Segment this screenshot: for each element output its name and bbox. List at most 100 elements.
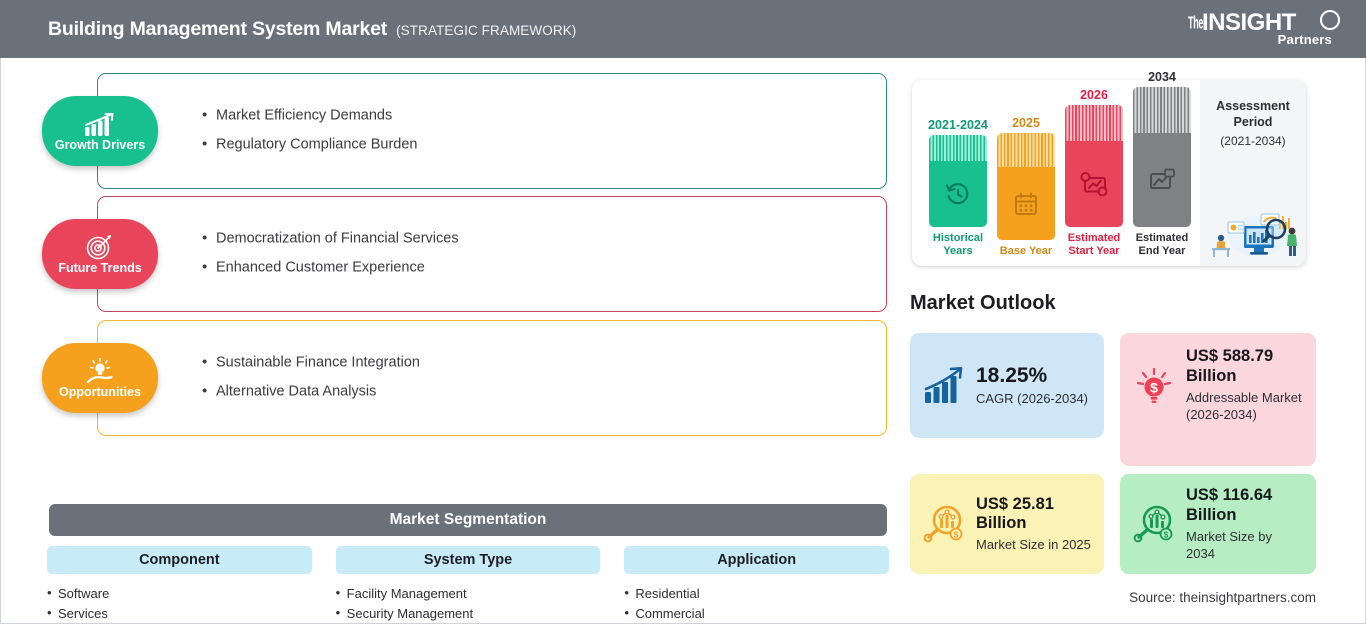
bar-solid-body	[997, 167, 1055, 241]
svg-text:$: $	[954, 531, 959, 540]
dollar-bulb-icon: $	[1132, 367, 1176, 407]
assessment-period-panel: Assessment Period (2021-2034)	[1200, 80, 1306, 266]
bar-stripe-top	[1065, 105, 1123, 142]
list-item: Industrial	[624, 623, 889, 626]
timeline-item-estimated-end: 2034 Estimated End Year	[1130, 71, 1194, 258]
badge-opportunities[interactable]: Opportunities	[42, 343, 158, 413]
assessment-title-line2: Period	[1233, 115, 1273, 129]
stat-label: Addressable Market (2026-2034)	[1186, 389, 1302, 422]
column-header: System Type	[335, 546, 601, 574]
assessment-title: Assessment Period	[1200, 98, 1306, 130]
column-header: Application	[624, 546, 890, 574]
bar-stripe-top	[929, 135, 987, 162]
timeline-bar	[1133, 87, 1191, 228]
column-header: Component	[47, 546, 312, 574]
magnify-chart-dollar-icon: $	[1132, 504, 1176, 544]
timeline-category-label: Estimated Start Year	[1067, 232, 1121, 258]
chart-settings-icon	[1080, 172, 1108, 197]
list-item: Market Efficiency Demands	[202, 102, 842, 131]
page-title: Building Management System Market (STRATE…	[48, 18, 576, 41]
list-item: Alternative Data Analysis	[202, 378, 842, 407]
timeline-bar	[997, 133, 1055, 241]
logo-insight-text: INSIGHT	[1202, 9, 1296, 36]
segmentation-columns: Component Software Services System Type …	[47, 546, 890, 626]
panel-growth-drivers: Growth Drivers Market Efficiency Demands…	[42, 73, 887, 189]
badge-future-trends[interactable]: Future Trends	[42, 219, 158, 289]
badge-label: Opportunities	[59, 384, 141, 399]
column-item-list: Residential Commercial Industrial	[624, 583, 889, 626]
list-item: Residential	[624, 583, 889, 604]
assessment-title-line1: Assessment	[1216, 99, 1290, 113]
panel-opportunities: Opportunities Sustainable Finance Integr…	[42, 320, 887, 436]
list-item: Enhanced Customer Experience	[202, 254, 842, 283]
stat-value: US$ 25.81 Billion	[976, 494, 1054, 533]
segmentation-column-application: Application Residential Commercial Indus…	[624, 546, 890, 626]
timeline-bar	[929, 135, 987, 228]
logo-the-text: The	[1188, 13, 1204, 33]
source-attribution: Source: theinsightpartners.com	[1129, 590, 1316, 605]
panel-future-trends: Future Trends Democratization of Financi…	[42, 196, 887, 312]
stat-text: 18.25% CAGR (2026-2034)	[976, 364, 1092, 407]
bar-solid-body	[1065, 141, 1123, 228]
stat-value: US$ 588.79 Billion	[1186, 347, 1274, 385]
magnify-chart-dollar-icon: $	[922, 504, 966, 544]
lightbulb-hand-icon	[84, 357, 116, 384]
timeline-item-estimated-start: 2026 Estimated Start Year	[1062, 89, 1126, 258]
outlook-card-market-size-2034: $ US$ 116.64 Billion Market Size by 2034	[1120, 474, 1316, 574]
stat-text: US$ 25.81 Billion Market Size in 2025	[976, 495, 1092, 554]
market-segmentation-title: Market Segmentation	[389, 511, 547, 528]
stat-text: US$ 116.64 Billion Market Size by 2034	[1186, 486, 1304, 562]
list-item: Commercial	[624, 603, 889, 624]
opportunities-list: Sustainable Finance Integration Alternat…	[202, 349, 842, 408]
svg-text:$: $	[1164, 531, 1169, 540]
badge-growth-drivers[interactable]: Growth Drivers	[42, 96, 158, 166]
assessment-period-range: (2021-2034)	[1220, 134, 1286, 148]
future-trends-list: Democratization of Financial Services En…	[202, 225, 842, 284]
timeline-year-label: 2034	[1148, 69, 1176, 84]
badge-label: Growth Drivers	[54, 137, 146, 152]
timeline-year-label: 2026	[1080, 87, 1108, 102]
timeline-item-base: 2025	[994, 117, 1058, 258]
timeline-category-label: Estimated End Year	[1135, 232, 1189, 258]
outlook-card-cagr: 18.25% CAGR (2026-2034)	[910, 333, 1104, 438]
calendar-icon	[1015, 192, 1037, 215]
bar-stripe-top	[1133, 87, 1191, 134]
history-clock-icon	[945, 183, 969, 205]
stat-value: 18.25%	[976, 364, 1048, 388]
market-segmentation-header: Market Segmentation	[49, 504, 887, 536]
badge-label: Future Trends	[58, 260, 142, 275]
timeline-category-label: Historical Years	[932, 232, 984, 258]
stat-label: Market Size in 2025	[976, 537, 1091, 553]
chart-image-icon	[1150, 168, 1175, 190]
timeline-bars: 2021-2024 Historical Years 2025	[912, 71, 1200, 266]
column-item-list: Facility Management Security Management …	[336, 583, 601, 626]
page-subtitle: (STRATEGIC FRAMEWORK)	[396, 22, 577, 38]
bar-solid-body	[929, 161, 987, 228]
bar-solid-body	[1133, 133, 1191, 228]
target-dartboard-icon	[85, 234, 115, 260]
growth-bar-arrow-icon	[922, 366, 966, 405]
growth-drivers-list: Market Efficiency Demands Regulatory Com…	[202, 102, 842, 161]
list-item: Democratization of Financial Services	[202, 225, 842, 254]
list-item: Services	[47, 603, 312, 624]
timeline-year-label: 2021-2024	[928, 117, 988, 132]
svg-text:$: $	[1150, 380, 1158, 396]
stat-label: Market Size by 2034	[1186, 528, 1272, 561]
page-header: Building Management System Market (STRATE…	[0, 0, 1366, 58]
list-item: Regulatory Compliance Burden	[202, 131, 842, 160]
segmentation-column-component: Component Software Services	[47, 546, 312, 626]
market-outlook-title: Market Outlook	[910, 292, 1056, 314]
outlook-card-market-size-2025: $ US$ 25.81 Billion Market Size in 2025	[910, 474, 1104, 574]
person-left	[1212, 234, 1230, 257]
logo-ring-icon	[1320, 10, 1340, 30]
list-item: Energy Management	[336, 623, 601, 626]
study-period-timeline-chart: 2021-2024 Historical Years 2025	[912, 71, 1306, 266]
person-right	[1287, 227, 1297, 256]
page-title-text: Building Management System Market	[48, 17, 388, 40]
data-analytics-illustration	[1212, 213, 1297, 257]
timeline-category-label: Base Year	[999, 245, 1053, 258]
stat-text: US$ 588.79 Billion Addressable Market (2…	[1186, 347, 1304, 423]
stat-value: US$ 116.64 Billion	[1186, 486, 1273, 524]
timeline-bar	[1065, 105, 1123, 228]
